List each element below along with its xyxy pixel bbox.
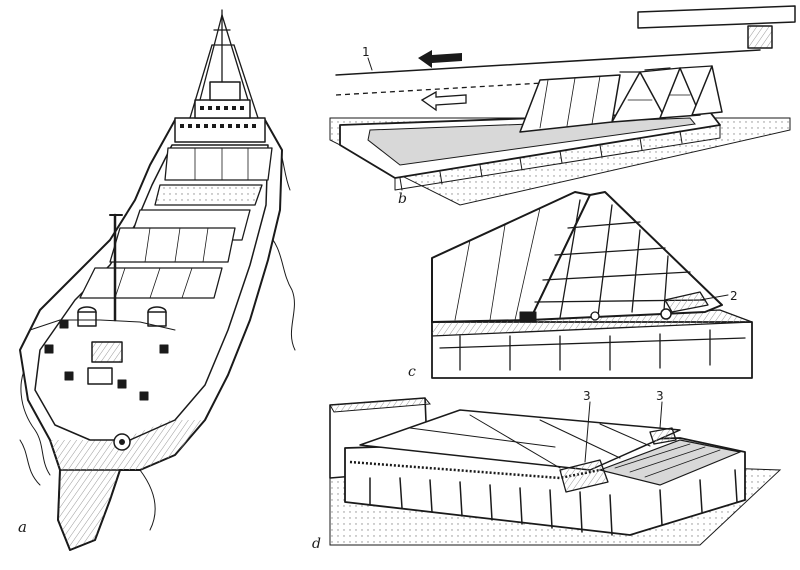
cover-panel-grid [534,199,706,319]
arrow-solid [418,50,462,68]
callout-2-leader [699,294,729,301]
coaming-c-brackets [439,329,746,371]
coaming-stiffeners-b [394,124,721,191]
guide-line-dashed [335,81,561,96]
callout-2: 2 [730,289,738,303]
support-legs-d [369,469,738,536]
stacked-cover-panels-b [519,65,723,133]
panel-a-label: a [18,518,27,536]
callout-3-left: 3 [583,389,591,403]
mast-rigging [189,9,259,119]
cover-panel-seams-d [409,414,651,469]
bow-bulb [57,469,122,551]
callout-1-leader [367,57,373,71]
callout-3-right-leader [659,401,663,429]
gantry-trolley [747,25,773,49]
cover-panel-inclined-c [529,191,723,321]
hatch-opening-d [597,439,743,486]
guide-line-solid [335,49,761,76]
panel-b-rolling-covers: 1 b [329,5,796,207]
panel-c-label: c [408,364,416,380]
actuators-d [559,427,677,493]
panel-d-label: d [312,536,321,552]
cover-panels-d [359,409,681,471]
wheelhouse [209,81,241,101]
panel-d-sliding-covers: 3 3 d [312,389,782,552]
arrow-outline [420,90,467,112]
hinge-actuator-c [519,291,709,323]
bridge-windows [180,106,256,128]
callout-3-left-leader [584,401,591,463]
panel-b-label: b [398,191,407,207]
cover-panel-flat-lines [454,207,541,321]
gantry-beam [637,5,796,29]
opening-hatching-d [614,443,721,478]
callout-3-right: 3 [656,389,664,403]
callout-1: 1 [362,45,370,59]
panel-a-ship: a [18,9,296,551]
panel-c-folding-cover: 2 c [408,191,753,380]
superstructure-block [174,117,266,143]
forecastle-equipment [29,213,176,451]
